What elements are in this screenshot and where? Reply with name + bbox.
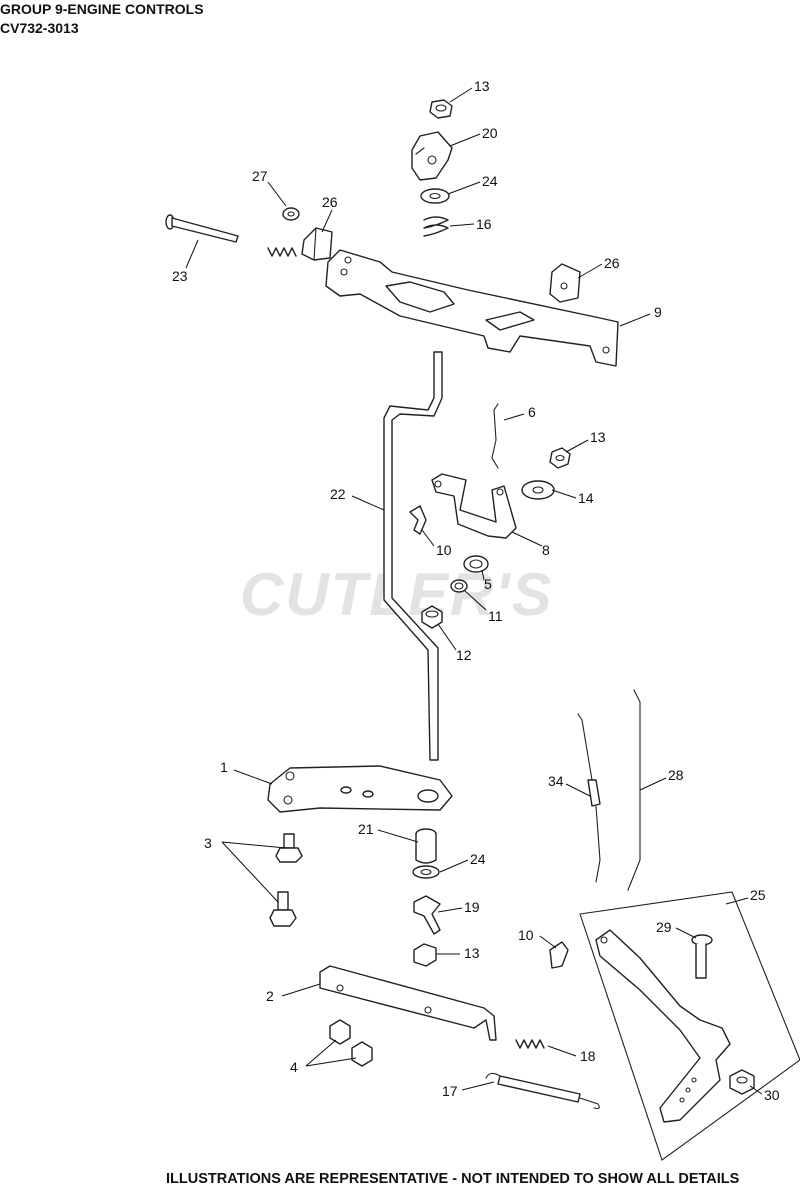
callout-21: 21 bbox=[358, 821, 374, 837]
callout-13b: 13 bbox=[590, 429, 606, 445]
leader-lines bbox=[185, 87, 763, 1095]
callout-34: 34 bbox=[548, 773, 564, 789]
part-cable-34 bbox=[577, 713, 601, 883]
callout-13: 13 bbox=[474, 78, 490, 94]
part-lever-19 bbox=[413, 895, 441, 935]
part-bolt-3a bbox=[275, 833, 303, 863]
part-washer-top bbox=[420, 188, 450, 204]
part-washer-lower bbox=[412, 865, 440, 879]
callout-28: 28 bbox=[668, 767, 684, 783]
part-mounting-plate bbox=[267, 765, 453, 813]
callout-5: 5 bbox=[484, 576, 492, 592]
callout-18: 18 bbox=[580, 1048, 596, 1064]
callout-13c: 13 bbox=[464, 945, 480, 961]
part-control-rod bbox=[383, 351, 443, 761]
part-throttle-lever bbox=[411, 131, 453, 181]
part-clip-10-lower bbox=[549, 941, 569, 969]
model-number: CV732-3013 bbox=[0, 20, 79, 36]
part-bolt-4a bbox=[329, 1019, 351, 1045]
callout-14: 14 bbox=[578, 490, 594, 506]
part-pivot-pin bbox=[165, 214, 239, 243]
callout-4: 4 bbox=[290, 1059, 298, 1075]
part-washer-5 bbox=[463, 555, 489, 573]
callout-23: 23 bbox=[172, 268, 188, 284]
part-bracket-8 bbox=[431, 473, 517, 539]
callout-10: 10 bbox=[436, 542, 452, 558]
watermark: CUTLER'S bbox=[240, 561, 554, 628]
callout-8: 8 bbox=[542, 542, 550, 558]
callout-10b: 10 bbox=[518, 927, 534, 943]
part-spring-17 bbox=[485, 1072, 600, 1110]
callout-17: 17 bbox=[442, 1083, 458, 1099]
part-washer-14 bbox=[521, 480, 555, 500]
part-control-bracket bbox=[325, 249, 619, 367]
callout-30: 30 bbox=[764, 1087, 780, 1103]
callout-19: 19 bbox=[464, 899, 480, 915]
part-small-spring bbox=[267, 247, 297, 257]
part-bolt-12 bbox=[421, 605, 443, 629]
callout-9: 9 bbox=[654, 304, 662, 320]
part-nut-top bbox=[429, 99, 453, 119]
callout-12: 12 bbox=[456, 647, 472, 663]
part-spring-top bbox=[423, 216, 449, 237]
callout-11: 11 bbox=[488, 608, 503, 624]
part-clip-10 bbox=[409, 505, 427, 535]
callout-20: 20 bbox=[482, 125, 498, 141]
group-title: GROUP 9-ENGINE CONTROLS bbox=[0, 1, 204, 17]
part-nut-lower bbox=[413, 943, 437, 967]
part-spring-18 bbox=[515, 1039, 545, 1049]
callout-24: 24 bbox=[482, 173, 498, 189]
part-washer-11 bbox=[450, 579, 468, 593]
part-nut-middle bbox=[549, 447, 571, 469]
callout-26b: 26 bbox=[604, 255, 620, 271]
diagram-header: GROUP 9-ENGINE CONTROLS CV732-3013 bbox=[0, 0, 204, 38]
part-bracket-2 bbox=[319, 965, 497, 1041]
callout-26: 26 bbox=[322, 194, 338, 210]
part-cable-28 bbox=[627, 689, 641, 891]
disclaimer-footer: ILLUSTRATIONS ARE REPRESENTATIVE - NOT I… bbox=[166, 1171, 740, 1187]
callout-1: 1 bbox=[220, 759, 228, 775]
callout-labels: 13 20 24 16 27 26 23 26 9 6 13 22 14 10 … bbox=[172, 78, 780, 1103]
part-clip-right bbox=[549, 263, 581, 303]
callout-24b: 24 bbox=[470, 851, 486, 867]
part-bushing bbox=[282, 207, 300, 221]
part-clip-left bbox=[301, 227, 333, 261]
part-bolt-4b bbox=[351, 1041, 373, 1067]
callout-16: 16 bbox=[476, 216, 492, 232]
callout-22: 22 bbox=[330, 486, 346, 502]
part-link-6 bbox=[491, 403, 499, 469]
callout-29: 29 bbox=[656, 919, 672, 935]
part-assembly-lever bbox=[595, 929, 731, 1123]
part-nut-30 bbox=[729, 1069, 755, 1095]
part-assembly-25-frame bbox=[579, 891, 800, 1161]
part-spacer bbox=[415, 828, 437, 864]
callout-2: 2 bbox=[266, 988, 274, 1004]
callout-25: 25 bbox=[750, 887, 766, 903]
part-bolt-29 bbox=[691, 934, 713, 979]
part-bolt-3b bbox=[269, 891, 297, 927]
callout-6: 6 bbox=[528, 404, 536, 420]
callout-27: 27 bbox=[252, 168, 268, 184]
callout-3: 3 bbox=[204, 835, 212, 851]
